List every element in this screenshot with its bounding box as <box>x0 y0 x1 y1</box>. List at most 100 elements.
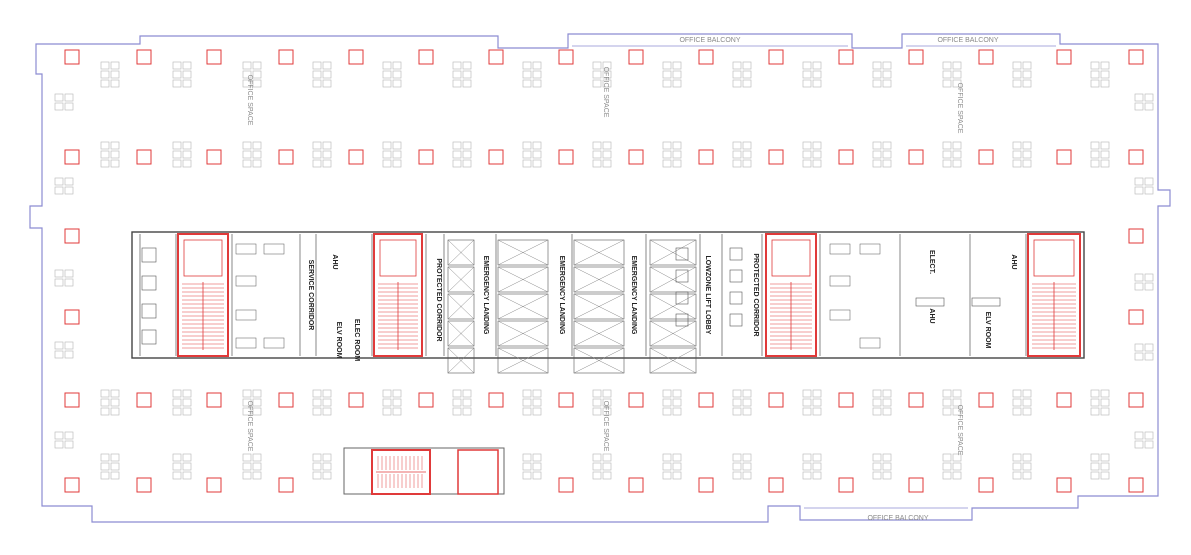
workstation <box>602 389 612 398</box>
balcony-label: OFFICE BALCONY <box>867 515 928 522</box>
stair-landing <box>379 239 417 277</box>
workstation <box>110 471 120 480</box>
workstation <box>522 61 532 70</box>
workstation <box>952 61 962 70</box>
workstation <box>100 453 110 462</box>
workstation <box>462 79 472 88</box>
workstation <box>312 141 322 150</box>
workstation <box>1090 453 1100 462</box>
workstation <box>592 70 602 79</box>
workstation <box>672 471 682 480</box>
workstation <box>602 462 612 471</box>
lift-shaft-cross <box>447 347 475 374</box>
core-room-label: PROTECTED CORRIDOR <box>752 253 759 336</box>
workstation <box>872 61 882 70</box>
column <box>206 477 222 493</box>
workstation <box>452 70 462 79</box>
workstation <box>662 150 672 159</box>
workstation <box>252 61 262 70</box>
workstation <box>802 462 812 471</box>
workstation <box>872 70 882 79</box>
workstation <box>1012 70 1022 79</box>
workstation <box>100 462 110 471</box>
workstation <box>1100 389 1110 398</box>
workstation <box>532 159 542 168</box>
workstation <box>382 407 392 416</box>
workstation <box>1144 440 1154 449</box>
workstation <box>242 389 252 398</box>
workstation <box>602 141 612 150</box>
workstation <box>322 159 332 168</box>
workstation <box>1144 102 1154 111</box>
workstation <box>662 453 672 462</box>
workstation <box>64 431 74 440</box>
workstation <box>532 141 542 150</box>
workstation <box>812 453 822 462</box>
workstation <box>172 407 182 416</box>
workstation <box>872 462 882 471</box>
workstation <box>110 141 120 150</box>
workstation <box>54 440 64 449</box>
workstation <box>592 398 602 407</box>
workstation <box>942 407 952 416</box>
workstation <box>1100 159 1110 168</box>
column <box>908 392 924 408</box>
workstation <box>1012 462 1022 471</box>
workstation <box>672 407 682 416</box>
column <box>348 49 364 65</box>
service-core: SERVICE CORRIDOR AHU ELEC ROOM ELV ROOM … <box>131 231 1085 374</box>
column <box>558 149 574 165</box>
lift-shaft-cross <box>447 266 475 293</box>
workstation <box>592 407 602 416</box>
workstation <box>322 150 332 159</box>
workstation <box>732 398 742 407</box>
workstation <box>742 453 752 462</box>
workstation <box>1022 61 1032 70</box>
workstation <box>382 159 392 168</box>
workstation <box>312 159 322 168</box>
workstation <box>952 141 962 150</box>
workstation <box>732 70 742 79</box>
workstation <box>100 150 110 159</box>
washroom-fixture <box>859 337 881 349</box>
workstation <box>462 150 472 159</box>
lift-car <box>675 291 689 305</box>
workstation <box>1090 79 1100 88</box>
workstation <box>882 407 892 416</box>
workstation <box>252 398 262 407</box>
workstation <box>242 159 252 168</box>
workstation <box>662 141 672 150</box>
lift-shaft <box>573 266 625 293</box>
workstation <box>392 79 402 88</box>
column <box>558 49 574 65</box>
workstation <box>942 159 952 168</box>
workstation <box>54 102 64 111</box>
column <box>1128 149 1144 165</box>
workstation <box>1100 79 1110 88</box>
core-room-label: SERVICE CORRIDOR <box>307 260 314 331</box>
lift-shaft <box>649 320 697 347</box>
workstation <box>54 431 64 440</box>
workstation <box>252 150 262 159</box>
workstation <box>872 150 882 159</box>
workstation <box>54 186 64 195</box>
workstation <box>522 70 532 79</box>
core-detail <box>139 234 1027 374</box>
workstation <box>322 398 332 407</box>
lift-shaft-cross <box>649 266 697 293</box>
lower-stair <box>371 449 431 495</box>
core-boundary <box>131 231 1085 359</box>
column <box>838 392 854 408</box>
lift-shaft <box>447 293 475 320</box>
column <box>1128 309 1144 325</box>
lift-shaft <box>649 293 697 320</box>
workstation <box>242 407 252 416</box>
workstation <box>382 398 392 407</box>
workstation <box>182 462 192 471</box>
lift-shaft-cross <box>573 266 625 293</box>
workstation <box>462 389 472 398</box>
workstation <box>252 389 262 398</box>
workstation <box>882 389 892 398</box>
workstation <box>872 159 882 168</box>
workstation <box>802 61 812 70</box>
